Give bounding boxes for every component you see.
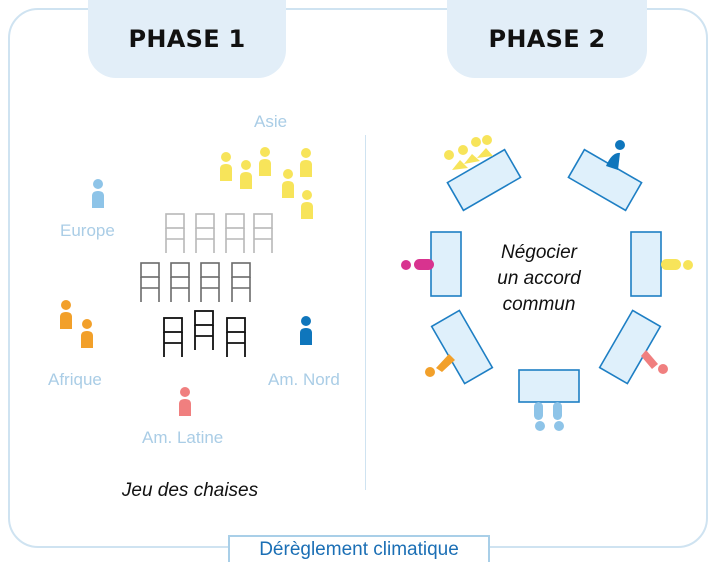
asie-people [220, 147, 313, 219]
chair [194, 310, 214, 351]
phase-2-center-text: Négocier un accord commun [455, 240, 623, 318]
bottom-label-box: Dérèglement climatique [228, 535, 490, 562]
table-am-nord [567, 148, 643, 212]
delegates-asie-east [661, 259, 693, 270]
table-asie [446, 148, 522, 212]
chairs-row-1 [165, 213, 273, 254]
delegates-am-latine [641, 350, 668, 374]
phase-1-title: PHASE 1 [128, 25, 246, 53]
negotiation-tables [430, 148, 662, 403]
chair [163, 317, 183, 358]
chair [170, 262, 190, 303]
phase-divider [365, 135, 366, 490]
table-am-latine [598, 309, 662, 385]
delegates-europe [534, 402, 564, 431]
delegates-asie [444, 135, 493, 170]
person-asie [300, 148, 312, 177]
table-east [630, 231, 662, 297]
am-nord-people [300, 316, 312, 345]
table-afrique [430, 309, 494, 385]
chairs-row-2 [140, 262, 251, 303]
region-label-asie: Asie [254, 112, 287, 131]
person-asie [240, 160, 252, 189]
delegates-afrique [425, 354, 455, 377]
person-afrique [60, 300, 72, 329]
table-west [430, 231, 462, 297]
chair [200, 262, 220, 303]
person-asie [220, 152, 232, 181]
am-latine-people [179, 387, 191, 416]
bottom-label-text: Dérèglement climatique [259, 539, 459, 560]
chair [140, 262, 160, 303]
phase-1-caption: Jeu des chaises [121, 480, 259, 501]
phase-2-title: PHASE 2 [488, 25, 606, 53]
person-afrique [81, 319, 93, 348]
afrique-people [60, 300, 93, 348]
chair [165, 213, 185, 254]
center-line-2: un accord [497, 268, 581, 289]
person-am-nord [300, 316, 312, 345]
region-label-europe: Europe [60, 221, 115, 240]
chair [226, 317, 246, 358]
center-line-3: commun [502, 294, 576, 315]
person-am-latine [179, 387, 191, 416]
delegates-am-nord [606, 140, 625, 170]
chair [231, 262, 251, 303]
chair [253, 213, 273, 254]
phase-2-tab: PHASE 2 [447, 0, 647, 78]
chairs-row-3 [163, 310, 246, 358]
person-asie [282, 169, 294, 198]
phase-1-tab: PHASE 1 [88, 0, 286, 78]
chair [225, 213, 245, 254]
person-asie [301, 190, 313, 219]
europe-people [92, 179, 104, 208]
chair [195, 213, 215, 254]
region-label-am-latine: Am. Latine [142, 428, 223, 447]
region-label-afrique: Afrique [48, 370, 102, 389]
table-europe [518, 369, 580, 403]
person-asie [259, 147, 271, 176]
delegates-magenta [401, 259, 434, 270]
center-line-1: Négocier [500, 242, 578, 263]
region-label-am-nord: Am. Nord [268, 370, 340, 389]
person-europe [92, 179, 104, 208]
